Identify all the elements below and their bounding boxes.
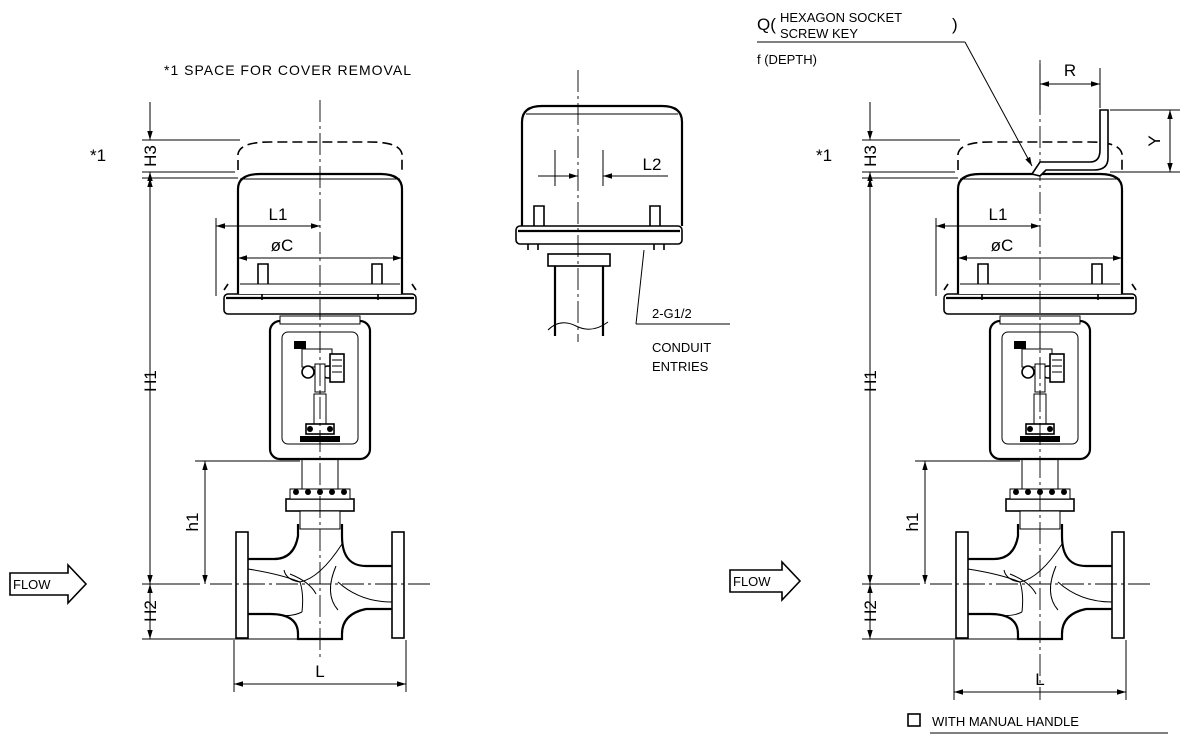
dim-dia-c-right: øC (991, 236, 1014, 255)
conduit-line2: ENTRIES (652, 359, 709, 374)
dim-r: R (1064, 61, 1076, 80)
left-view: H3 *1 H1 H2 h1 L L1 øC FLOW (9, 100, 430, 692)
dim-h3-left: H3 (141, 145, 160, 167)
cover-removal-note: *1 SPACE FOR COVER REMOVAL (164, 62, 412, 78)
hexagon-line2: SCREW KEY (780, 26, 858, 41)
manual-handle-legend: WITH MANUAL HANDLE (932, 714, 1079, 729)
dim-h1-lower-left: h1 (183, 513, 202, 532)
dim-l-right: L (1035, 670, 1044, 689)
conduit-size: 2-G1/2 (652, 306, 692, 321)
dim-h1-left: H1 (141, 370, 160, 392)
note-star-left: *1 (90, 146, 106, 165)
dim-dia-c-left: øC (271, 236, 294, 255)
dim-h2-right: H2 (861, 600, 880, 622)
dim-h1-right: H1 (861, 370, 880, 392)
flow-label-left: FLOW (13, 577, 51, 592)
hexagon-line1: HEXAGON SOCKET (780, 10, 902, 25)
dim-h3-right: H3 (861, 145, 880, 167)
middle-view: L2 2-G1/2 CONDUIT ENTRIES (515, 70, 730, 374)
dim-l1-right: L1 (989, 205, 1008, 224)
depth-label: f (DEPTH) (757, 52, 817, 67)
flow-label-right: FLOW (733, 574, 771, 589)
flow-arrow-left: FLOW (9, 562, 88, 606)
dim-l2: L2 (643, 155, 662, 174)
manual-handle-legend-box (907, 713, 921, 727)
dim-y: Y (1145, 135, 1164, 146)
conduit-line1: CONDUIT (652, 340, 711, 355)
q-suffix: ) (952, 15, 958, 34)
dim-l-left: L (315, 662, 324, 681)
dim-l1-left: L1 (269, 205, 288, 224)
note-star-right: *1 (816, 146, 832, 165)
q-prefix: Q( (757, 15, 776, 34)
dim-h1-lower-right: h1 (903, 513, 922, 532)
right-view: R Y Q( HEXAGON SOCKET SCREW KEY ) f (DEP… (729, 10, 1180, 734)
flow-arrow-right: FLOW (729, 559, 802, 603)
dim-h2-left: H2 (141, 600, 160, 622)
